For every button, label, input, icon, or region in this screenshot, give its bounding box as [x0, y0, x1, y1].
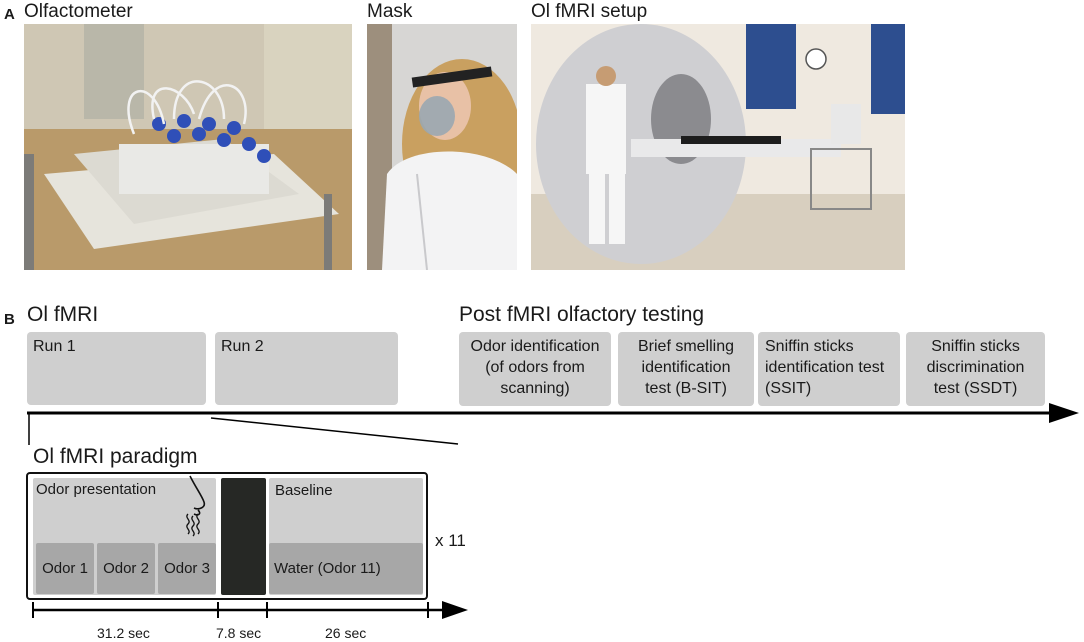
test-2-line-2: identification	[641, 359, 731, 376]
mask-title: Mask	[367, 1, 413, 22]
water-odor-11-box: Water (Odor 11)	[269, 543, 423, 594]
setup-photo	[531, 24, 905, 270]
ssit-box: Sniffin sticks identification test (SSIT…	[758, 332, 900, 406]
duration-baseline: 26 sec	[325, 625, 367, 641]
olfactometer-title: Olfactometer	[24, 1, 133, 22]
test-3-line-2: identification test	[765, 359, 885, 376]
test-4-line-1: Sniffin sticks	[931, 338, 1020, 355]
odor-presentation-label: Odor presentation	[36, 481, 157, 498]
duration-interval: 7.8 sec	[216, 625, 262, 641]
run-1-box: Run 1	[27, 332, 206, 405]
odor-identification-box: Odor identification (of odors from scann…	[459, 332, 611, 406]
baseline-label: Baseline	[275, 482, 333, 499]
olfactometer-photo	[24, 24, 352, 270]
test-2-line-1: Brief smelling	[637, 338, 735, 355]
odor-3-box: Odor 3	[158, 543, 216, 594]
run-2-label: Run 2	[221, 338, 264, 355]
panel-b-letter: B	[4, 311, 15, 328]
run-2-box: Run 2	[215, 332, 398, 405]
ssdt-box: Sniffin sticks discrimination test (SSDT…	[906, 332, 1045, 406]
bsit-box: Brief smelling identification test (B-SI…	[618, 332, 754, 406]
test-4-line-3: test (SSDT)	[933, 380, 1018, 397]
duration-odor: 31.2 sec	[97, 625, 150, 641]
paradigm-heading: Ol fMRI paradigm	[33, 445, 198, 468]
odor-1-box: Odor 1	[36, 543, 94, 594]
test-4-line-2: discrimination	[926, 359, 1025, 376]
mask-photo	[367, 24, 517, 270]
test-1-line-2: (of odors from	[485, 359, 585, 376]
panel-a-letter: A	[4, 6, 15, 23]
paradigm-axis-arrowhead	[442, 601, 468, 619]
nose-icon	[186, 475, 206, 537]
run-1-label: Run 1	[33, 338, 76, 355]
odor-2-box: Odor 2	[97, 543, 155, 594]
test-3-line-3: (SSIT)	[765, 380, 812, 397]
zoom-line-right	[210, 417, 459, 445]
test-2-line-3: test (B-SIT)	[645, 380, 727, 397]
ol-fmri-heading: Ol fMRI	[27, 303, 99, 326]
repeat-label: x 11	[435, 531, 466, 550]
setup-title: Ol fMRI setup	[531, 1, 648, 22]
test-1-line-1: Odor identification	[470, 338, 600, 355]
test-1-line-3: scanning)	[500, 380, 570, 397]
test-3-line-1: Sniffin sticks	[765, 338, 854, 355]
post-fmri-heading: Post fMRI olfactory testing	[459, 303, 705, 326]
dark-interval-block	[221, 478, 266, 595]
main-timeline-arrow-head	[1049, 403, 1079, 423]
